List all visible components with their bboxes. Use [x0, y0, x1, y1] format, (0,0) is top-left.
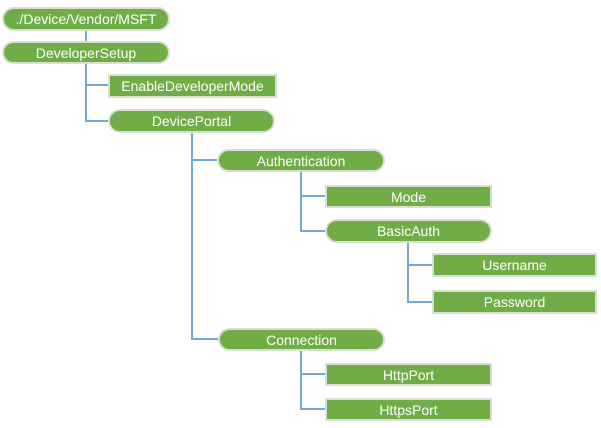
connector-line: [192, 338, 218, 340]
node-connection: Connection: [218, 328, 385, 351]
connector-line: [86, 120, 108, 122]
connector-line: [301, 230, 325, 232]
connector-line: [407, 243, 409, 303]
node-authentication: Authentication: [217, 149, 385, 172]
node-http-port: HttpPort: [325, 363, 492, 386]
connector-line: [300, 172, 302, 232]
connector-line: [85, 64, 87, 122]
connector-line: [301, 195, 325, 197]
connector-line: [408, 301, 432, 303]
connector-line: [192, 159, 217, 161]
connector-line: [408, 264, 432, 266]
connector-line: [191, 133, 193, 340]
node-mode: Mode: [325, 185, 492, 208]
node-https-port: HttpsPort: [325, 398, 492, 421]
connector-line: [301, 408, 325, 410]
node-username: Username: [432, 253, 597, 277]
node-basic-auth: BasicAuth: [325, 219, 492, 243]
connector-line: [300, 351, 302, 410]
node-developer-setup: DeveloperSetup: [2, 41, 170, 64]
node-password: Password: [432, 290, 597, 314]
node-device-portal: DevicePortal: [108, 109, 275, 133]
connector-line: [301, 373, 325, 375]
connector-line: [85, 30, 87, 41]
connector-line: [86, 84, 108, 86]
node-root-path: ./Device/Vendor/MSFT: [2, 7, 170, 31]
node-enable-developer-mode: EnableDeveloperMode: [108, 74, 277, 98]
